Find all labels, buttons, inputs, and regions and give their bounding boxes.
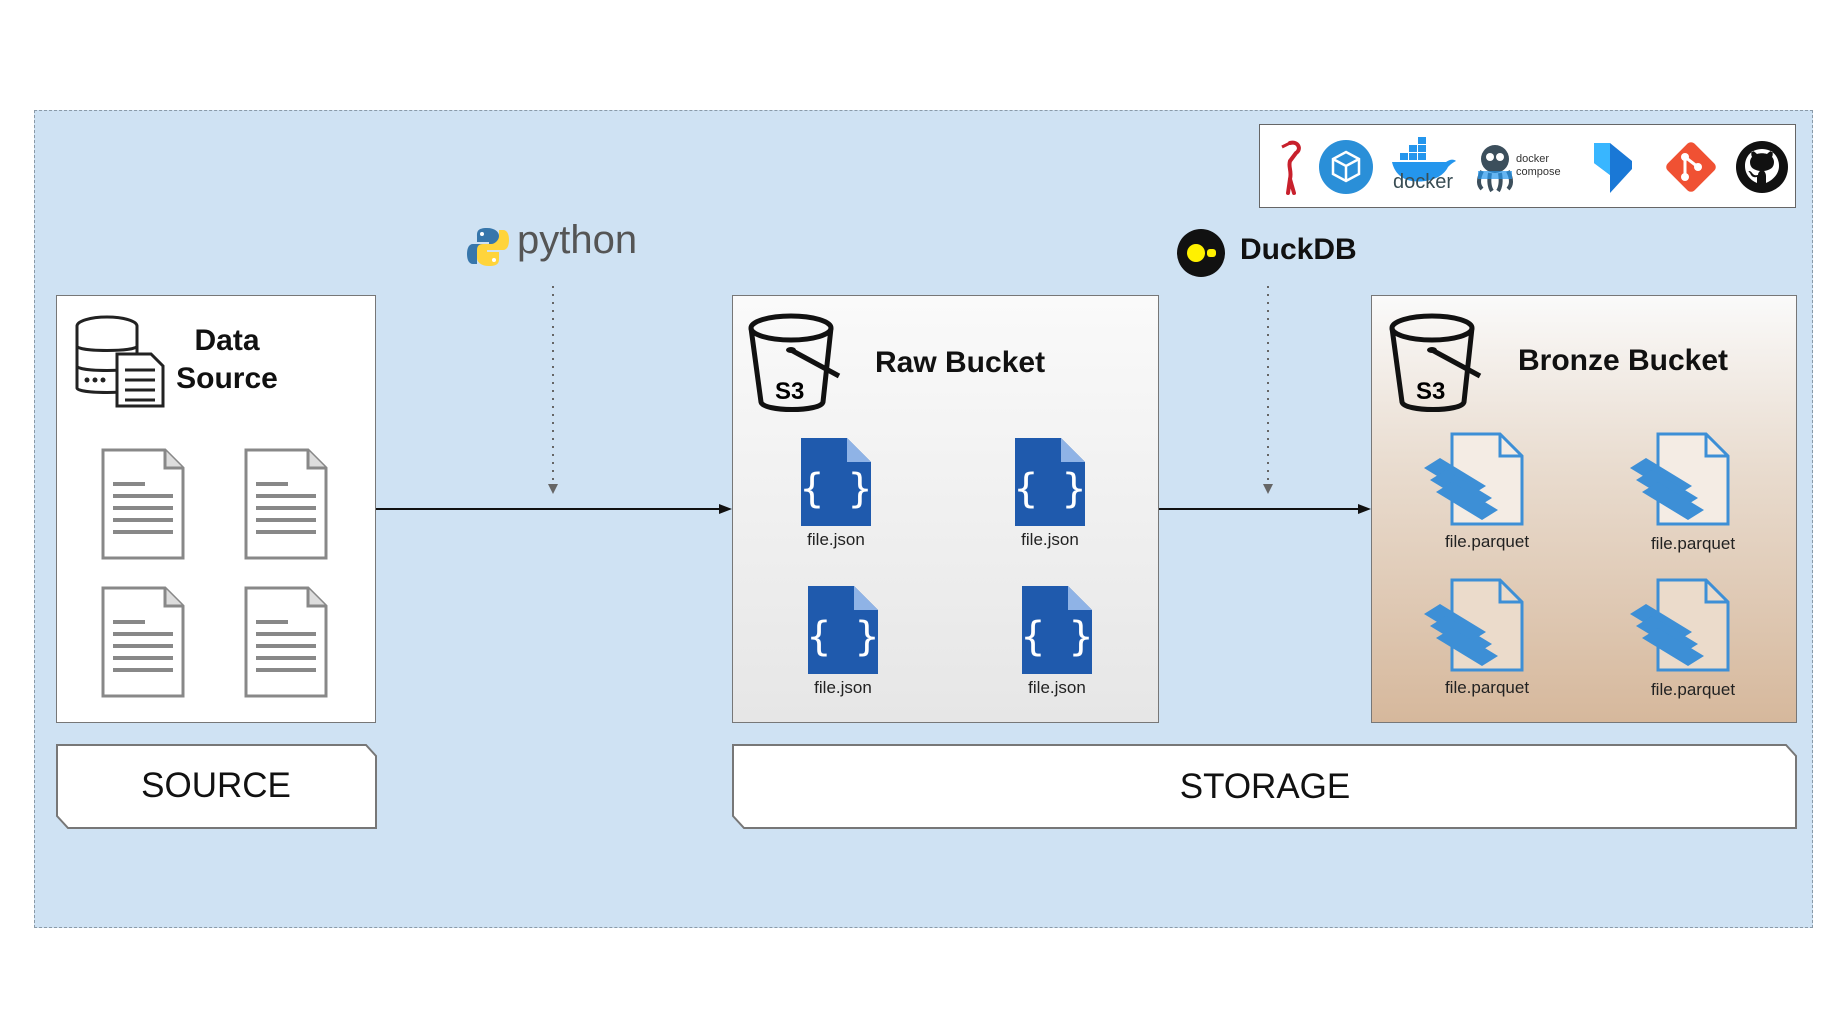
python-label: python: [517, 218, 638, 262]
duckdb-logo-icon: [1177, 229, 1225, 277]
file-label: file.json: [814, 678, 872, 697]
git-icon: [1666, 142, 1716, 192]
source-to-raw-arrowhead: [719, 504, 732, 514]
duckdb-connector-arrowhead: [1263, 484, 1273, 494]
svg-text:{ }: { }: [800, 466, 872, 512]
s3-label: S3: [1416, 378, 1446, 405]
s3-bucket-icon: [748, 313, 841, 412]
tech-stack-bar: docker docker compose: [1259, 124, 1796, 208]
json-file-icon: { }: [807, 586, 879, 674]
document-icon: [101, 586, 185, 698]
svg-text:{ }: { }: [1014, 466, 1086, 512]
docker-compose-label: docker compose: [1516, 153, 1561, 178]
python-logo-icon: [467, 228, 509, 266]
storage-tag-shape: [732, 744, 1797, 829]
document-icon: [101, 448, 185, 560]
docker-label: docker: [1392, 171, 1454, 193]
svg-text:{ }: { }: [1021, 614, 1093, 660]
docker-compose-octopus-icon: [1477, 145, 1513, 193]
svg-text:{ }: { }: [807, 614, 879, 660]
json-file-icon: { }: [1014, 438, 1086, 526]
document-icon: [244, 448, 328, 560]
parquet-file-icon: [1424, 578, 1524, 672]
file-label: file.parquet: [1444, 678, 1530, 697]
storage-tag: STORAGE: [1179, 767, 1351, 806]
file-label: file.parquet: [1650, 534, 1736, 553]
file-label: file.json: [1021, 530, 1079, 549]
airflow-flamingo-icon: [1281, 140, 1301, 195]
data-source-title: Data Source: [176, 324, 278, 395]
raw-bucket-title: Raw Bucket: [875, 346, 1046, 379]
s3-label: S3: [775, 378, 805, 405]
file-label: file.json: [807, 530, 865, 549]
minio-cube-icon: [1319, 140, 1373, 194]
document-icon: [244, 586, 328, 698]
source-tag-shape: [56, 744, 377, 829]
source-tag: SOURCE: [141, 766, 291, 805]
file-label: file.json: [1028, 678, 1086, 697]
github-icon: [1736, 141, 1788, 193]
json-file-icon: { }: [800, 438, 872, 526]
parquet-file-icon: [1424, 432, 1524, 526]
raw-bucket-panel: S3 Raw Bucket { } file.json { } file.jso…: [732, 295, 1159, 723]
kestra-icon: [1594, 143, 1632, 193]
bronze-bucket-panel: S3 Bronze Bucket file.parquet file.parqu…: [1371, 295, 1797, 723]
data-source-panel: Data Source: [56, 295, 376, 723]
parquet-file-icon: [1630, 578, 1730, 672]
bronze-bucket-title: Bronze Bucket: [1518, 344, 1729, 377]
file-label: file.parquet: [1444, 532, 1530, 551]
docker-whale-icon: [1392, 137, 1456, 182]
python-connector-arrowhead: [548, 484, 558, 494]
database-document-icon: [75, 315, 165, 408]
file-label: file.parquet: [1650, 680, 1736, 699]
json-file-icon: { }: [1021, 586, 1093, 674]
raw-to-bronze-arrowhead: [1358, 504, 1371, 514]
duckdb-label: DuckDB: [1240, 233, 1357, 266]
parquet-file-icon: [1630, 432, 1730, 526]
s3-bucket-icon: [1389, 313, 1482, 412]
